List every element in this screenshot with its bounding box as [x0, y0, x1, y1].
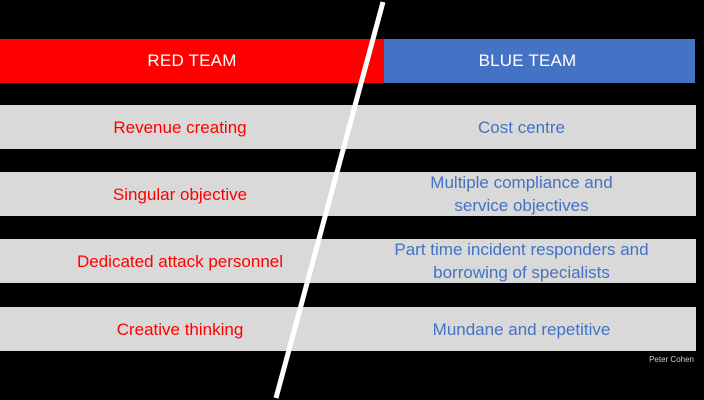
- comparison-row-3: [0, 239, 696, 283]
- blue-team-item: Part time incident responders and borrow…: [394, 240, 649, 282]
- red-team-item: Creative thinking: [116, 319, 244, 339]
- blue-team-item: Mundane and repetitive: [432, 319, 611, 339]
- comparison-row-4: [0, 307, 696, 351]
- blue-team-item: Cost centre: [478, 117, 565, 137]
- red-team-item: Dedicated attack personnel: [76, 251, 284, 271]
- author-credit: Peter Cohen: [649, 355, 694, 364]
- red-team-header: RED TEAM: [0, 39, 384, 83]
- blue-team-header: BLUE TEAM: [360, 39, 695, 83]
- blue-team-item: Multiple compliance and service objectiv…: [430, 173, 613, 215]
- red-team-item: Revenue creating: [113, 117, 247, 137]
- blue-team-header-label: BLUE TEAM: [478, 51, 577, 70]
- divider-line: [273, 1, 386, 399]
- comparison-row-2: [0, 172, 696, 216]
- red-team-item: Singular objective: [112, 184, 248, 204]
- red-team-header-label: RED TEAM: [147, 51, 237, 70]
